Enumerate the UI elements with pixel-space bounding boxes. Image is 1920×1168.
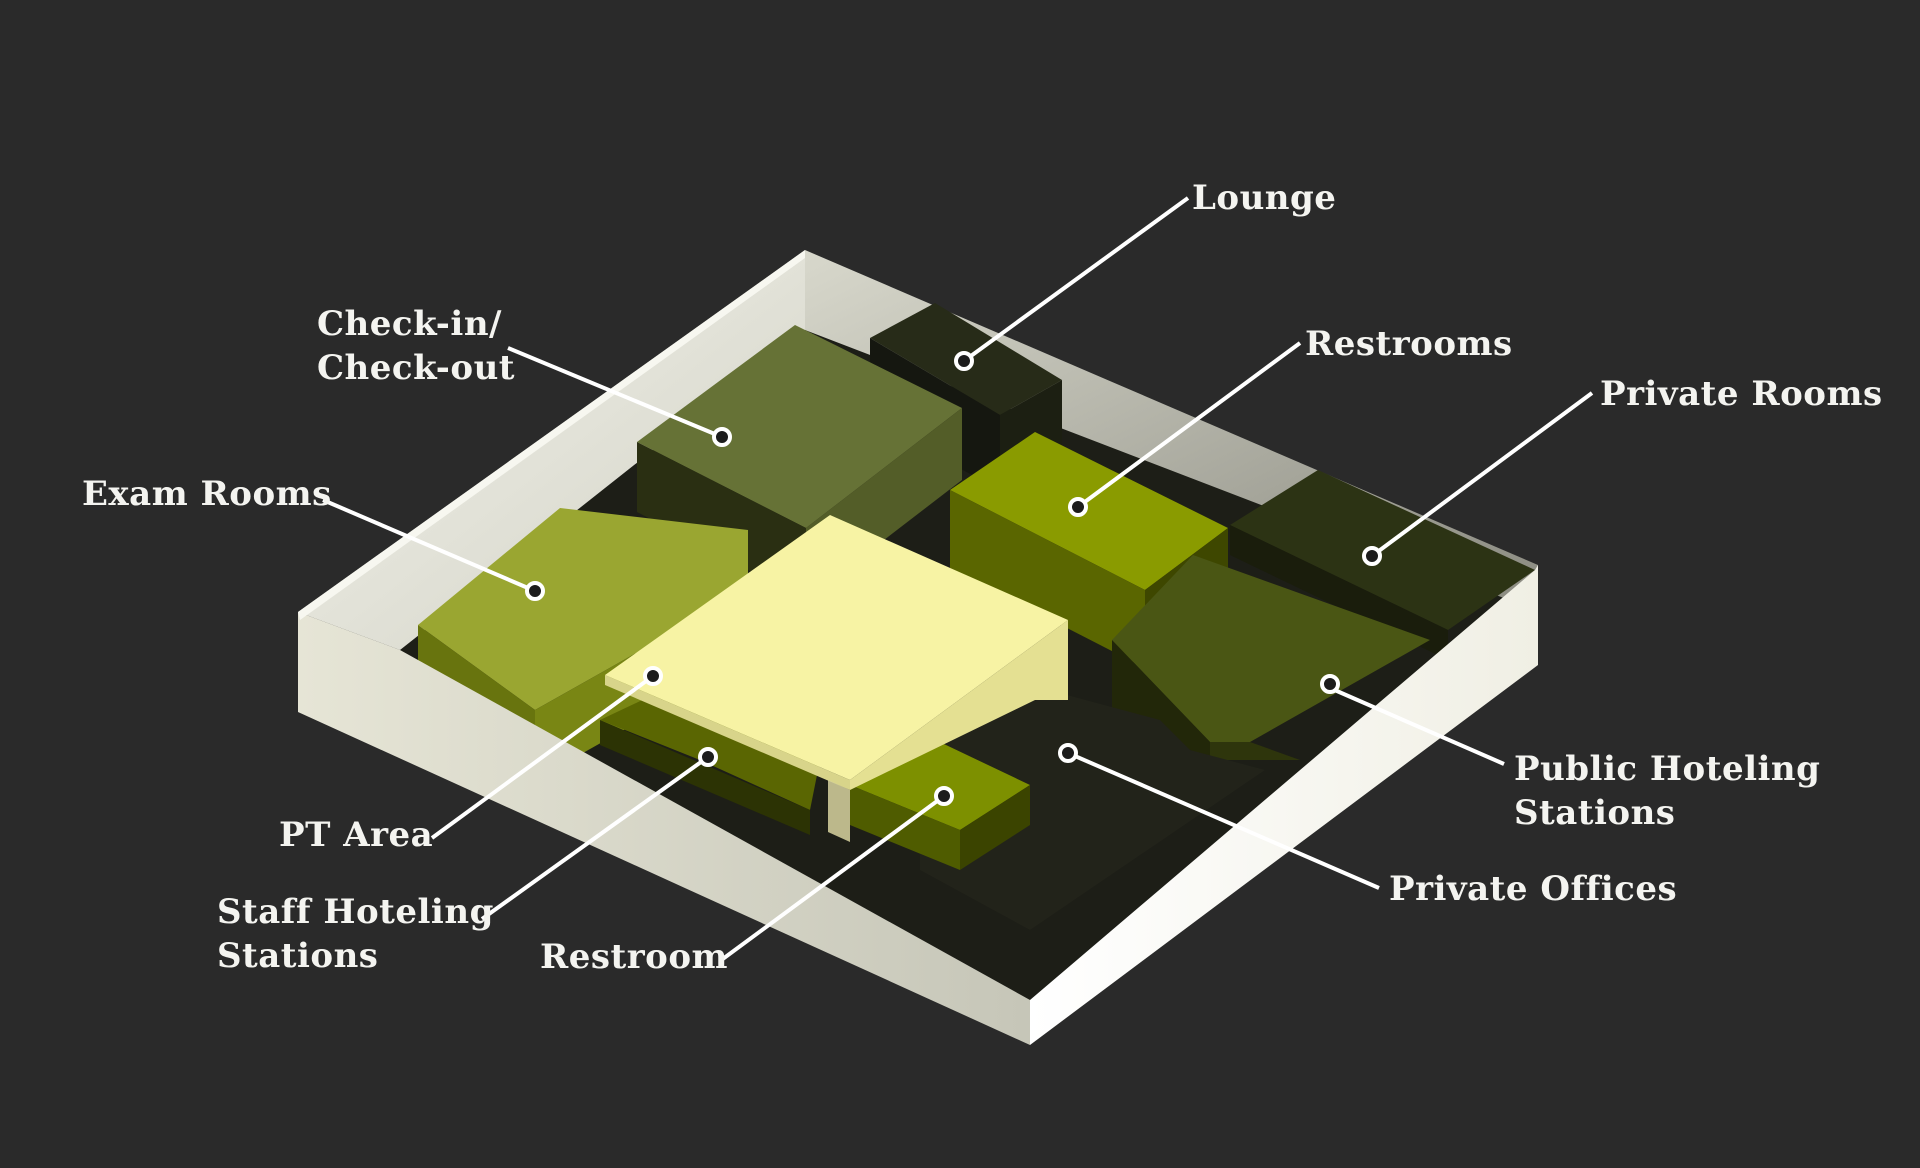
callout-dot-check-in — [712, 427, 732, 447]
callout-dot-private-rooms — [1362, 546, 1382, 566]
block-exam-rooms-top — [418, 508, 748, 710]
callout-line-private-rooms — [1370, 391, 1594, 558]
label-private-rooms: Private Rooms — [1600, 372, 1883, 416]
callout-dot-lounge — [954, 351, 974, 371]
callout-dot-pt-area — [643, 666, 663, 686]
callout-dot-restroom — [934, 786, 954, 806]
block-pt-area-right — [850, 620, 1068, 790]
label-restrooms: Restrooms — [1305, 322, 1513, 366]
label-staff-hoteling-stations: Staff Hoteling Stations — [217, 890, 494, 978]
block-staff-hoteling-front — [600, 720, 810, 835]
callout-dot-exam-rooms — [525, 581, 545, 601]
block-restrooms-top — [950, 432, 1228, 590]
outer-wall-left-cap — [298, 250, 805, 620]
block-pt-area-edge — [605, 675, 850, 790]
label-line: Check-in/ — [317, 304, 502, 344]
label-line: Staff Hoteling — [217, 892, 494, 932]
label-check-in-check-out: Check-in/ Check-out — [317, 302, 515, 390]
callout-line-check-in — [507, 346, 723, 439]
label-private-offices: Private Offices — [1389, 867, 1677, 911]
callout-dot-private-offices — [1058, 743, 1078, 763]
label-line: Restrooms — [1305, 324, 1513, 364]
block-restroom-left — [850, 785, 960, 870]
block-check-in-top — [637, 325, 962, 528]
label-public-hoteling-stations: Public Hoteling Stations — [1514, 747, 1820, 835]
block-restroom-right — [960, 785, 1030, 870]
label-line: Public Hoteling — [1514, 749, 1821, 789]
pt-area-post — [828, 780, 850, 842]
label-lounge: Lounge — [1192, 176, 1336, 220]
block-public-hoteling-step — [1210, 742, 1300, 760]
block-staff-hoteling-top — [600, 680, 820, 810]
callout-line-restroom — [718, 794, 946, 963]
block-private-offices — [920, 685, 1265, 930]
label-line: Stations — [1514, 793, 1676, 833]
callout-lines — [322, 196, 1594, 963]
label-line: PT Area — [279, 815, 434, 855]
outer-wall-front-left — [298, 612, 1030, 1045]
label-line: Private Offices — [1389, 869, 1678, 909]
block-restrooms-left — [950, 490, 1145, 668]
block-public-hoteling-front — [1112, 640, 1210, 760]
callout-line-public-hoteling — [1329, 686, 1505, 766]
label-line: Stations — [217, 936, 379, 976]
label-restroom: Restroom — [540, 935, 728, 979]
label-line: Restroom — [540, 937, 728, 977]
callout-line-private-offices — [1067, 751, 1380, 890]
callout-line-pt-area — [430, 674, 655, 840]
block-private-rooms-front — [1230, 525, 1448, 660]
label-pt-area: PT Area — [279, 813, 433, 857]
callout-line-exam-rooms — [322, 498, 536, 593]
inner-wall-back-left — [298, 250, 805, 650]
label-line: Exam Rooms — [82, 474, 332, 514]
callout-line-lounge — [962, 196, 1190, 363]
callout-dot-staff-hoteling — [698, 747, 718, 767]
callout-dot-public-hoteling — [1320, 674, 1340, 694]
label-line: Lounge — [1192, 178, 1337, 218]
callout-dots — [525, 351, 1382, 806]
label-exam-rooms: Exam Rooms — [82, 472, 332, 516]
callout-dot-restrooms — [1068, 497, 1088, 517]
block-check-in-left — [637, 442, 806, 600]
label-line: Private Rooms — [1600, 374, 1883, 414]
label-line: Check-out — [317, 348, 516, 388]
callout-line-restrooms — [1076, 341, 1302, 509]
block-public-hoteling-top — [1112, 555, 1430, 742]
outer-wall-front-right — [1030, 565, 1538, 1045]
callout-line-staff-hoteling — [480, 755, 710, 921]
block-pt-area-top — [605, 515, 1068, 780]
